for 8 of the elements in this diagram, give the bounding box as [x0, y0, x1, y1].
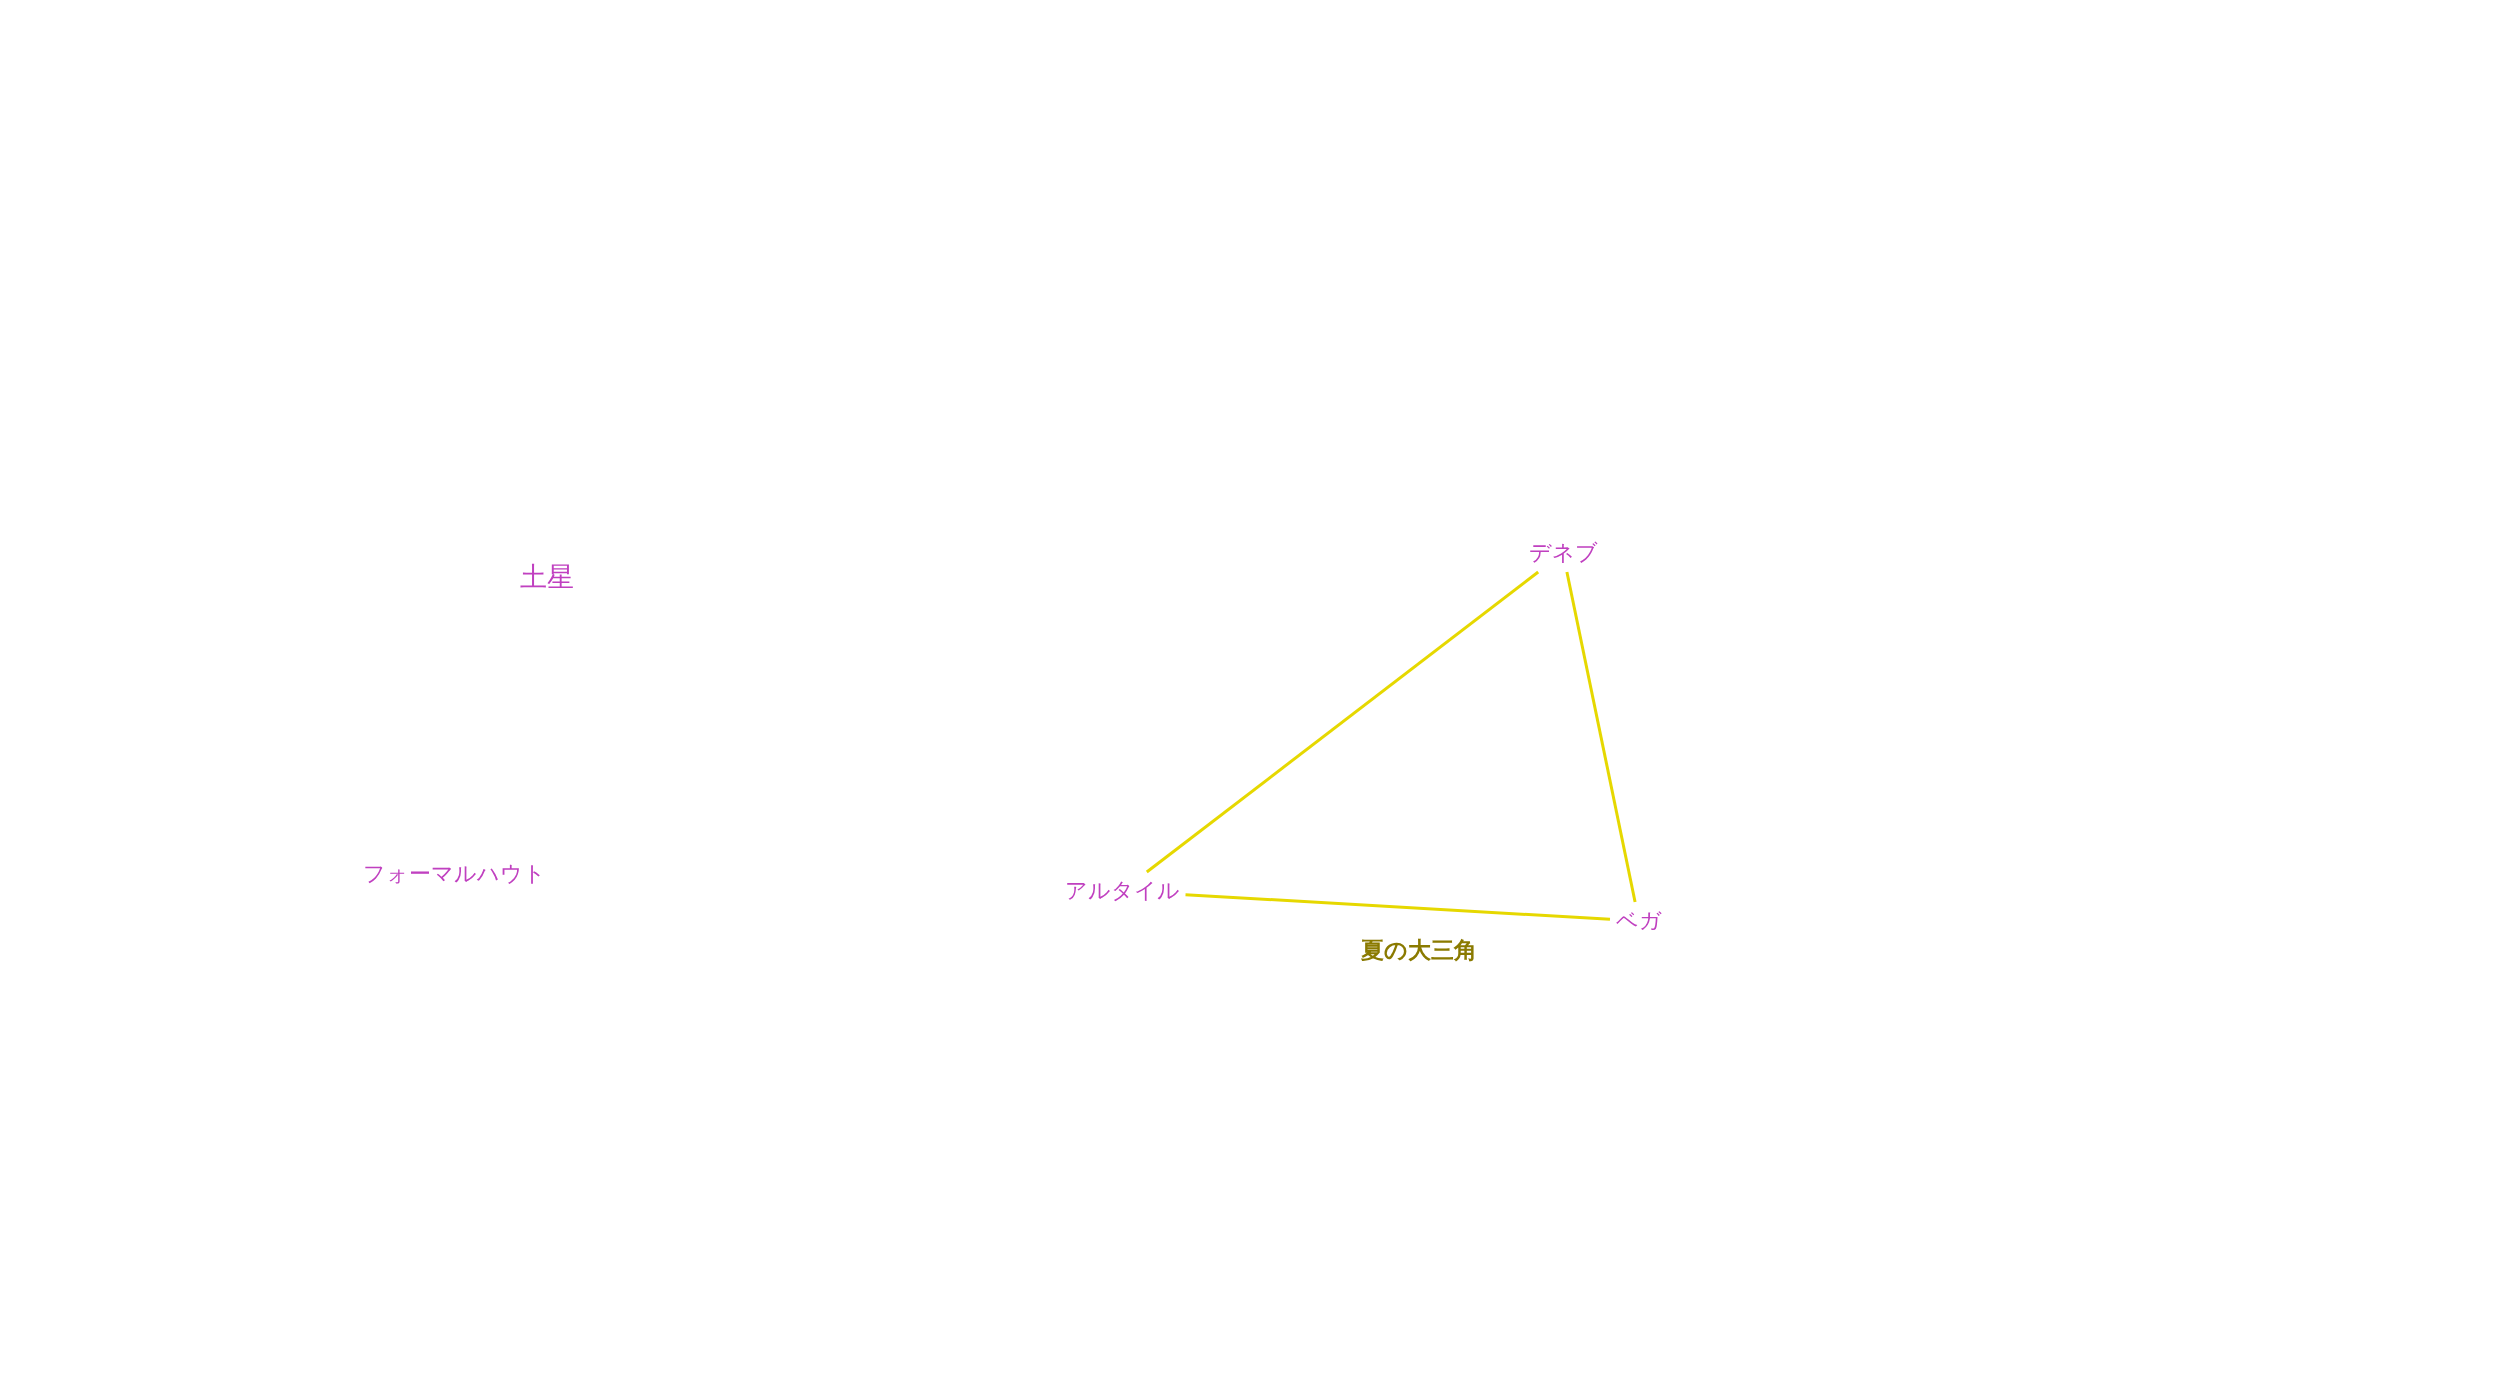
star-label: デネブ	[1522, 534, 1604, 572]
connector-line	[1565, 571, 1637, 903]
star-label: フォーマルハウト	[356, 855, 552, 893]
connector-line	[1185, 893, 1611, 921]
star-label: ベガ	[1610, 902, 1668, 940]
star-label: 土星	[514, 555, 580, 599]
connector-line	[1145, 570, 1540, 874]
star-label: アルタイル	[1058, 872, 1186, 910]
